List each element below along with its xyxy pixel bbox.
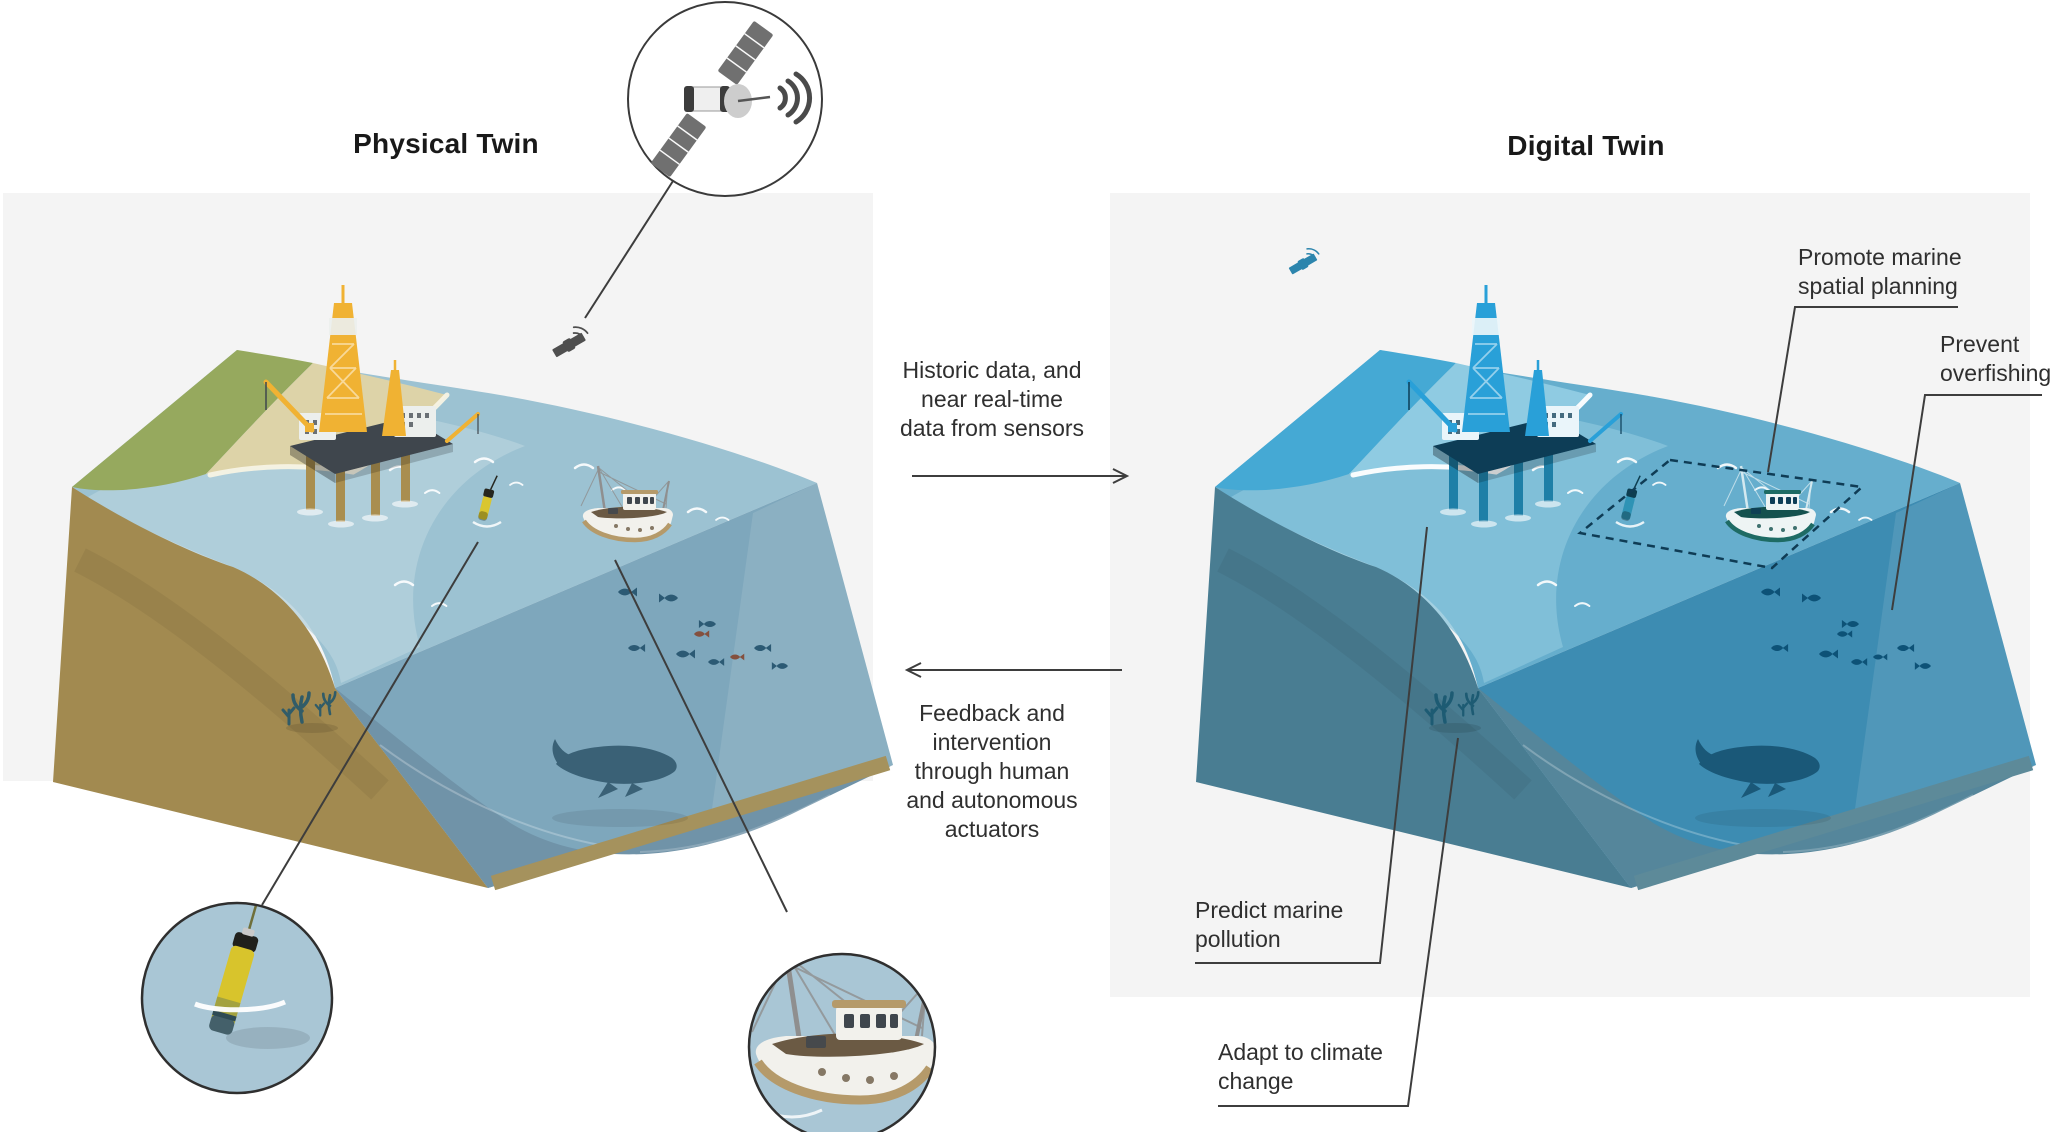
digital-twin-title: Digital Twin xyxy=(1507,130,1665,161)
predict-connector-line xyxy=(1195,526,1428,964)
prevent-connector-line xyxy=(1891,394,2042,611)
callout-connectors xyxy=(261,180,788,913)
flow-label-historic-data: Historic data, and near real-time data f… xyxy=(899,357,1085,441)
label-adapt-to-climate-change: Adapt to climate change xyxy=(1218,1039,1383,1094)
promote-connector-line xyxy=(1767,306,1958,473)
label-predict-marine-pollution: Predict marine pollution xyxy=(1195,897,1344,952)
physical-scene xyxy=(53,1,937,1132)
arrow-to-physical-head xyxy=(904,662,922,678)
flow-label-feedback: Feedback and intervention through human … xyxy=(906,700,1078,842)
fishing-boat-connector-line xyxy=(614,559,788,913)
physical-twin-title: Physical Twin xyxy=(353,128,539,159)
label-prevent-overfishing: Prevent overfishing xyxy=(1940,331,2050,386)
argo-float-connector-line xyxy=(261,541,479,906)
satellite-icon xyxy=(627,1,823,197)
spatial-planning-zone xyxy=(1577,458,1865,570)
satellite-connector-line xyxy=(584,180,674,319)
arrow-to-digital-head xyxy=(1112,468,1130,484)
digital-scene xyxy=(1195,245,2042,1107)
adapt-connector-line xyxy=(1218,737,1459,1107)
mini-satellite-icon xyxy=(547,322,592,359)
flow-arrows xyxy=(904,468,1130,678)
label-connectors xyxy=(1195,306,2042,1107)
label-promote-marine-spatial-planning: Promote marine spatial planning xyxy=(1798,244,1962,299)
argo-float-callout xyxy=(140,901,334,1095)
mini-satellite-icon xyxy=(1284,245,1322,276)
fishing-boat-callout xyxy=(747,952,937,1132)
